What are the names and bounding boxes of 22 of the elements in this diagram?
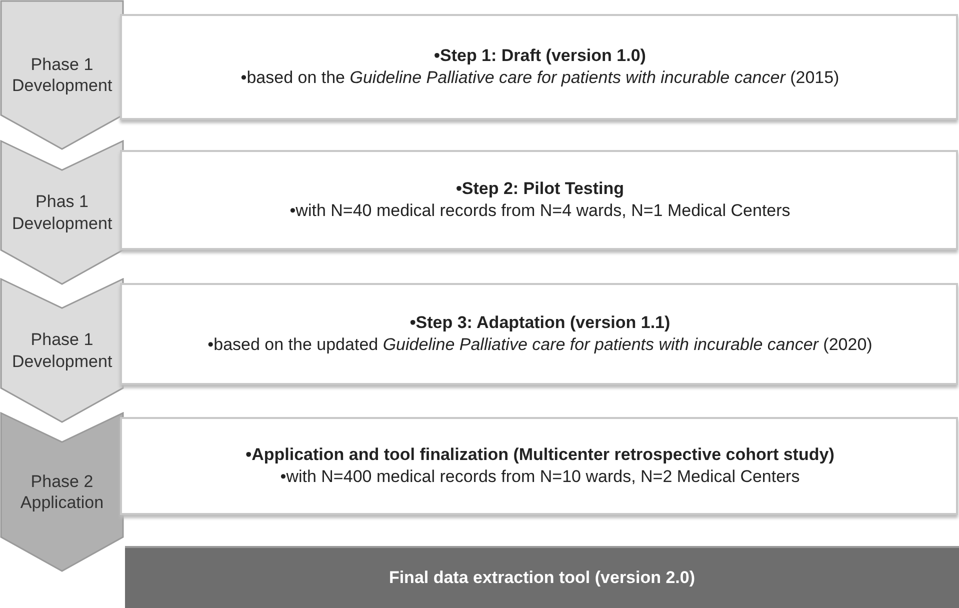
step-box (120, 417, 958, 515)
chevron-shape (0, 140, 124, 285)
step-box (120, 150, 958, 250)
chevron-shape (0, 0, 124, 150)
result-bar (125, 546, 959, 608)
chevron-shape (0, 278, 124, 423)
phase-label: Phase 1 Development (12, 329, 112, 372)
step-heading: •Step 2: Pilot Testing (456, 179, 624, 199)
phase-label: Phas 1 Development (12, 191, 112, 234)
step-box (120, 283, 958, 385)
step-description: •with N=400 medical records from N=10 wards, N=2 Medical Centers (280, 467, 800, 487)
step-heading: •Step 1: Draft (version 1.0) (434, 46, 646, 66)
result-label: Final data extraction tool (version 2.0) (388, 568, 696, 588)
step-heading: •Application and tool finalization (Multicenter retrospective cohort study) (246, 445, 834, 465)
phase-label: Phase 1 Development (12, 54, 112, 96)
step-description: •based on the Guideline Palliative care for patients with incurable cancer (2015) (240, 68, 840, 88)
phase-label: Phase 2 Application (19, 470, 105, 514)
step-box (120, 14, 958, 120)
step-description: •with N=40 medical records from N=4 wards, N=1 Medical Centers (290, 201, 790, 221)
chevron-shape (0, 412, 124, 572)
step-description: •based on the updated Guideline Palliative care for patients with incurable cancer (2020) (208, 335, 872, 355)
step-heading: •Step 3: Adaptation (version 1.1) (410, 313, 670, 333)
